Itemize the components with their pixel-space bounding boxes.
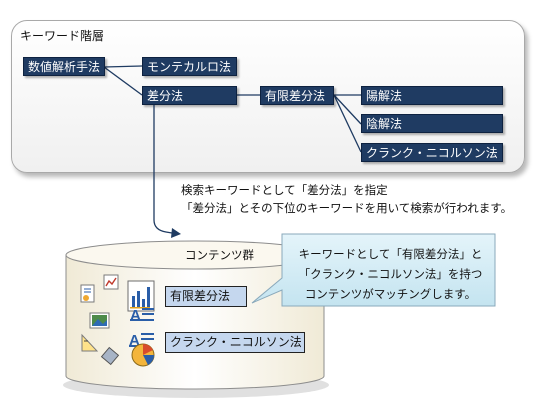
callout-line-2: 「クランク・ニコルソン法」を持つ: [298, 267, 483, 281]
callout-bubble: [251, 233, 496, 307]
node-finite-difference-limited: 有限差分法: [260, 86, 334, 105]
edge-finite-crank: [333, 94, 362, 153]
edge-root-monte-carlo: [103, 65, 143, 68]
node-numerical-analysis: 数値解析手法: [23, 57, 105, 76]
document-icon-small-1: [80, 284, 95, 303]
bar-chart-document-icon: [127, 280, 155, 312]
tool-icon-small: [100, 346, 120, 366]
node-implicit-method: 陰解法: [361, 114, 503, 133]
matched-keyword-finite-difference: 有限差分法: [165, 286, 247, 307]
search-arrow: [153, 105, 173, 234]
edge-finite-implicit: [333, 94, 362, 125]
edge-root-difference: [103, 66, 143, 96]
description-line-1: 検索キーワードとして「差分法」を指定: [181, 183, 388, 197]
text-document-icon-1: A: [130, 307, 154, 324]
image-icon-small: [89, 312, 110, 329]
node-monte-carlo: モンテカルロ法: [142, 57, 237, 76]
svg-text:A: A: [130, 307, 141, 324]
svg-text:A: A: [129, 332, 140, 349]
callout-line-3: コンテンツがマッチングします。: [304, 287, 477, 301]
node-finite-difference: 差分法: [142, 86, 237, 105]
matched-keyword-crank-nicolson: クランク・ニコルソン法: [165, 332, 305, 353]
ruler-icon-small: [81, 333, 99, 352]
panel-title: キーワード階層: [20, 29, 105, 43]
chart-icon-small: [103, 274, 119, 290]
search-arrow-head: [171, 228, 181, 238]
callout-text: キーワードとして「有限差分法」と 「クランク・ニコルソン法」を持つ コンテンツが…: [288, 244, 493, 304]
content-store-title: コンテンツ群: [185, 248, 254, 262]
pie-chart-icon: [131, 343, 155, 367]
database-cylinder: [63, 240, 329, 398]
node-crank-nicolson: クランク・ニコルソン法: [361, 143, 503, 162]
description-line-2: 「差分法」とその下位のキーワードを用いて検索が行われます。: [181, 201, 513, 215]
callout-line-1: キーワードとして「有限差分法」と: [298, 247, 483, 261]
node-explicit-method: 陽解法: [361, 86, 503, 105]
